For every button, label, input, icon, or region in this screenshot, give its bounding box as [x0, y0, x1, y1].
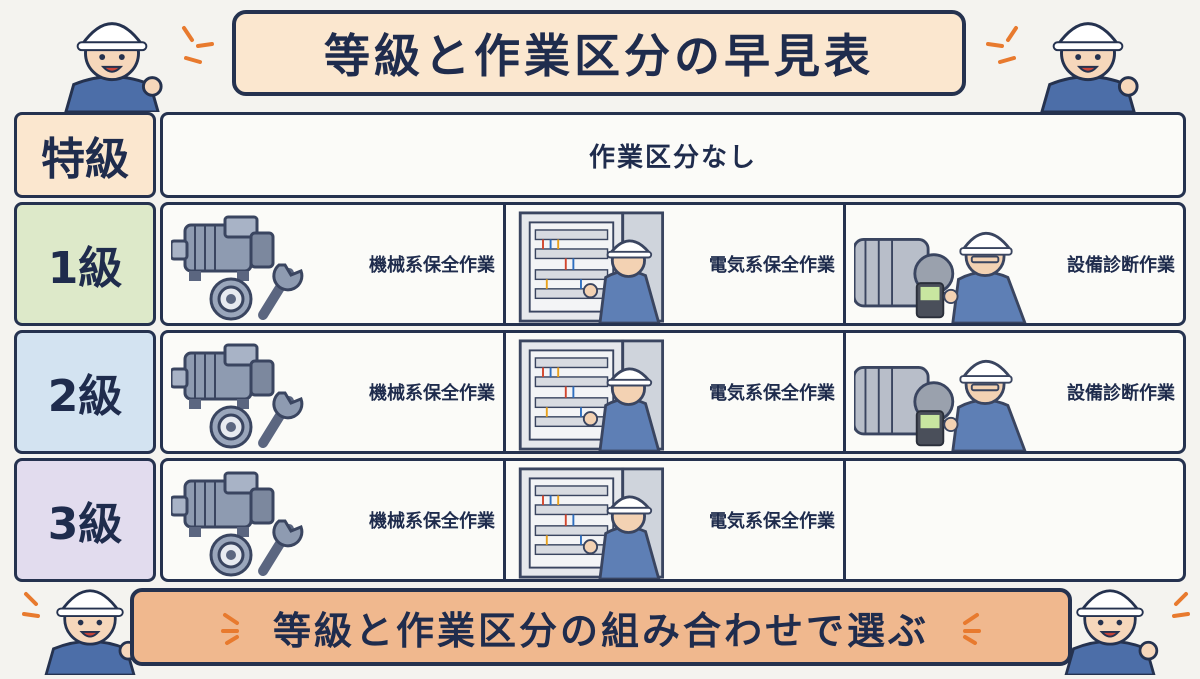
vibration-meter-icon: [854, 211, 1044, 323]
grade-label-special: 特級: [14, 112, 156, 198]
grade-label-2: 2級: [14, 330, 156, 454]
gear-motor-icon: [171, 467, 311, 579]
mascot-worker-icon: [56, 4, 168, 112]
work-label: 電気系保全作業: [709, 511, 835, 532]
cell-empty: [843, 461, 1183, 579]
mascot-worker-icon: [1032, 4, 1144, 112]
grade-1-row: 機械系保全作業 電気系保全作業 設備診断作業: [160, 202, 1186, 326]
gear-motor-icon: [171, 339, 311, 451]
cell-electrical: 電気系保全作業: [503, 333, 843, 451]
work-label: 機械系保全作業: [369, 511, 495, 532]
work-label: 電気系保全作業: [709, 255, 835, 276]
emphasis-burst-icon: [22, 592, 40, 618]
electrical-panel-icon: [514, 339, 684, 451]
work-label: 機械系保全作業: [369, 383, 495, 404]
emphasis-burst-icon: [220, 613, 239, 645]
cell-diagnosis: 設備診断作業: [843, 333, 1183, 451]
emphasis-burst-icon: [963, 613, 981, 645]
mascot-worker-icon: [38, 572, 142, 675]
grade-table: 特級 作業区分なし 1級 機械系保全作業 電気系保全作業 設備診断作業 2級 機…: [14, 112, 1186, 582]
footer-banner: 等級と作業区分の組み合わせで選ぶ: [130, 588, 1072, 666]
cell-mechanical: 機械系保全作業: [163, 205, 503, 323]
vibration-meter-icon: [854, 339, 1044, 451]
grade-3-row: 機械系保全作業 電気系保全作業: [160, 458, 1186, 582]
work-label: 電気系保全作業: [709, 383, 835, 404]
grade-2-row: 機械系保全作業 電気系保全作業 設備診断作業: [160, 330, 1186, 454]
cell-mechanical: 機械系保全作業: [163, 333, 503, 451]
no-category-text: 作業区分なし: [588, 142, 757, 173]
grade-label-3: 3級: [14, 458, 156, 582]
emphasis-burst-icon: [182, 26, 214, 64]
work-label: 設備診断作業: [1067, 255, 1175, 276]
work-label: 機械系保全作業: [369, 255, 495, 276]
cell-electrical: 電気系保全作業: [503, 461, 843, 579]
work-label: 設備診断作業: [1067, 383, 1175, 404]
gear-motor-icon: [171, 211, 311, 323]
page-title: 等級と作業区分の早見表: [324, 29, 874, 83]
cell-mechanical: 機械系保全作業: [163, 461, 503, 579]
title-banner: 等級と作業区分の早見表: [232, 10, 966, 96]
special-row: 作業区分なし: [160, 112, 1186, 198]
emphasis-burst-icon: [986, 26, 1018, 64]
grade-label-1: 1級: [14, 202, 156, 326]
electrical-panel-icon: [514, 211, 684, 323]
electrical-panel-icon: [514, 467, 684, 579]
cell-diagnosis: 設備診断作業: [843, 205, 1183, 323]
mascot-worker-icon: [1058, 572, 1162, 675]
emphasis-burst-icon: [1172, 592, 1190, 618]
cell-electrical: 電気系保全作業: [503, 205, 843, 323]
footer-caption: 等級と作業区分の組み合わせで選ぶ: [272, 608, 929, 653]
